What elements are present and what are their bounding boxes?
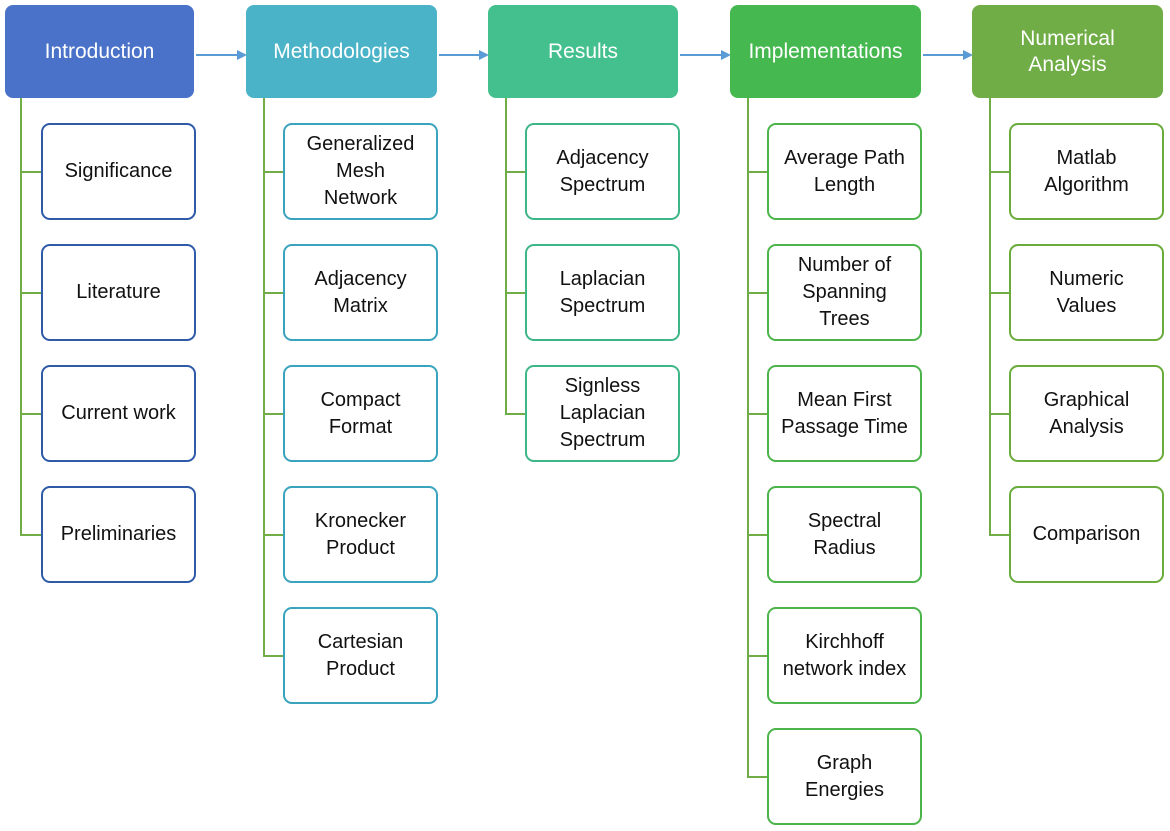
item-preliminaries: Preliminaries (41, 486, 196, 583)
branch-connector (748, 654, 767, 657)
branch-connector (264, 412, 283, 415)
branch-connector (748, 533, 767, 536)
branch-connector (264, 170, 283, 173)
tree-spine (747, 98, 749, 778)
branch-connector (264, 533, 283, 536)
item-average-path-length: Average Path Length (767, 123, 922, 220)
branch-connector (748, 170, 767, 173)
item-current-work: Current work (41, 365, 196, 462)
branch-connector (990, 533, 1009, 536)
branch-connector (990, 412, 1009, 415)
item-numeric-values: Numeric Values (1009, 244, 1164, 341)
tree-spine (20, 98, 22, 536)
tree-spine (989, 98, 991, 536)
stage-header-results: Results (488, 5, 678, 98)
item-literature: Literature (41, 244, 196, 341)
tree-spine (263, 98, 265, 657)
item-laplacian-spectrum: Laplacian Spectrum (525, 244, 680, 341)
branch-connector (21, 170, 41, 173)
branch-connector (264, 654, 283, 657)
branch-connector (990, 291, 1009, 294)
branch-connector (21, 291, 41, 294)
item-graphical-analysis: Graphical Analysis (1009, 365, 1164, 462)
branch-connector (506, 291, 525, 294)
branch-connector (21, 533, 41, 536)
item-adjacency-matrix: Adjacency Matrix (283, 244, 438, 341)
item-adjacency-spectrum: Adjacency Spectrum (525, 123, 680, 220)
item-signless-laplacian-spectrum: Signless Laplacian Spectrum (525, 365, 680, 462)
branch-connector (990, 170, 1009, 173)
stage-header-methodologies: Methodologies (246, 5, 437, 98)
branch-connector (748, 412, 767, 415)
stage-header-introduction: Introduction (5, 5, 194, 98)
stage-header-implementations: Implementations (730, 5, 921, 98)
stage-header-numerical-analysis: Numerical Analysis (972, 5, 1163, 98)
item-cartesian-product: Cartesian Product (283, 607, 438, 704)
item-kronecker-product: Kronecker Product (283, 486, 438, 583)
branch-connector (264, 291, 283, 294)
item-significance: Significance (41, 123, 196, 220)
branch-connector (21, 412, 41, 415)
item-matlab-algorithm: Matlab Algorithm (1009, 123, 1164, 220)
item-comparison: Comparison (1009, 486, 1164, 583)
item-kirchhoff-network-index: Kirchhoff network index (767, 607, 922, 704)
branch-connector (748, 291, 767, 294)
item-mean-first-passage-time: Mean First Passage Time (767, 365, 922, 462)
item-graph-energies: Graph Energies (767, 728, 922, 825)
item-spectral-radius: Spectral Radius (767, 486, 922, 583)
item-number-of-spanning-trees: Number of Spanning Trees (767, 244, 922, 341)
item-generalized-mesh-network: Generalized Mesh Network (283, 123, 438, 220)
tree-spine (505, 98, 507, 415)
branch-connector (748, 775, 767, 778)
branch-connector (506, 412, 525, 415)
item-compact-format: Compact Format (283, 365, 438, 462)
branch-connector (506, 170, 525, 173)
